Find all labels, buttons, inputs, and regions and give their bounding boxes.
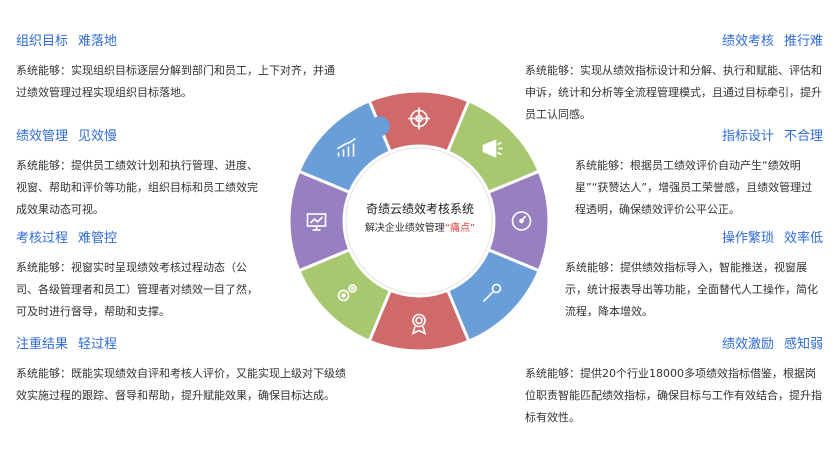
item-heading: 组织目标难落地 (16, 33, 338, 51)
item-pain: 见效慢 (78, 129, 118, 144)
item-heading: 操作繁琐效率低 (565, 230, 823, 248)
puzzle-wheel (287, 89, 551, 353)
medal-icon (411, 313, 427, 336)
item-pain: 效率低 (783, 231, 823, 246)
center-subtitle: 解决企业绩效管理“痛点” (330, 219, 510, 234)
item-title: 指标设计 (721, 129, 774, 144)
item-heading: 指标设计不合理 (575, 128, 823, 146)
wheel-segment-0 (367, 89, 471, 154)
puzzle-knob (369, 116, 390, 137)
left-item-1: 绩效管理见效慢 系统能够：提供员工绩效计划和执行管理、进度、视窗、帮助和评价等功… (16, 128, 266, 221)
item-title: 组织目标 (16, 34, 69, 49)
item-heading: 绩效激励感知弱 (525, 336, 823, 354)
item-title: 绩效激励 (721, 337, 774, 352)
item-pain: 难管控 (78, 231, 118, 246)
center-title: 奇绩云绩效考核系统 (365, 202, 474, 216)
presentation-icon (306, 213, 327, 231)
wrench-icon (482, 283, 502, 303)
item-title: 绩效管理 (16, 129, 69, 144)
item-title: 考核过程 (16, 231, 69, 246)
right-item-3: 绩效激励感知弱 系统能够：提供20个行业18000多项绩效指标借鉴，根据岗位职责… (525, 336, 823, 429)
segment-shape (296, 98, 393, 195)
center-highlight: “痛点” (444, 223, 476, 234)
center-hub (345, 147, 493, 295)
center-subtitle-text: 解决企业绩效管理 (364, 223, 445, 234)
item-heading: 绩效考核推行难 (525, 33, 823, 51)
item-title: 注重结果 (16, 337, 69, 352)
item-pain: 轻过程 (78, 337, 118, 352)
item-heading: 绩效管理见效慢 (16, 128, 266, 146)
item-pain: 推行难 (783, 34, 823, 49)
item-title: 操作繁琐 (721, 231, 774, 246)
item-pain: 不合理 (783, 129, 823, 144)
item-desc: 系统能够：提供员工绩效计划和执行管理、进度、视窗、帮助和评价等功能，组织目标和员… (16, 159, 258, 216)
item-desc: 系统能够：根据员工绩效评价自动产生“绩效明星”“获赞达人”，增强员工荣誉感，且绩… (575, 159, 813, 216)
item-pain: 难落地 (78, 34, 118, 49)
left-item-2: 考核过程难管控 系统能够：视窗实时呈现绩效考核过程动态（公司、各级管理者和员工）… (16, 230, 266, 323)
item-desc: 系统能够：提供20个行业18000多项绩效指标借鉴，根据岗位职责智能匹配绩效指标… (525, 367, 822, 424)
gauge-icon (511, 211, 532, 231)
right-item-1: 指标设计不合理 系统能够：根据员工绩效评价自动产生“绩效明星”“获赞达人”，增强… (575, 128, 823, 221)
target-icon (408, 107, 430, 130)
item-heading: 注重结果轻过程 (16, 336, 351, 354)
item-desc: 系统能够：实现从绩效指标设计和分解、执行和赋能、评估和申诉，统计和分析等全流程管… (525, 64, 822, 121)
gears-icon (337, 284, 357, 302)
item-desc: 系统能够：提供绩效指标导入，智能推送，视窗展示，统计报表导出等功能，全面替代人工… (565, 261, 818, 318)
item-desc: 系统能够：实现组织目标逐层分解到部门和员工，上下对齐，并通过绩效管理过程实现组织… (16, 64, 335, 99)
item-heading: 考核过程难管控 (16, 230, 266, 248)
megaphone-icon (482, 139, 503, 158)
right-item-0: 绩效考核推行难 系统能够：实现从绩效指标设计和分解、执行和赋能、评估和申诉，统计… (525, 33, 823, 126)
right-item-2: 操作繁琐效率低 系统能够：提供绩效指标导入，智能推送，视窗展示，统计报表导出等功… (565, 230, 823, 323)
item-desc: 系统能够：视窗实时呈现绩效考核过程动态（公司、各级管理者和员工）管理者对绩效一目… (16, 261, 258, 318)
wheel-segment-7 (296, 98, 393, 195)
growth-chart-icon (337, 137, 356, 157)
item-title: 绩效考核 (721, 34, 774, 49)
item-pain: 感知弱 (783, 337, 823, 352)
left-item-0: 组织目标难落地 系统能够：实现组织目标逐层分解到部门和员工，上下对齐，并通过绩效… (16, 33, 338, 104)
item-desc: 系统能够：既能实现绩效自评和考核人评价，又能实现上级对下级绩效实施过程的跟踪、督… (16, 367, 346, 402)
left-item-3: 注重结果轻过程 系统能够：既能实现绩效自评和考核人评价，又能实现上级对下级绩效实… (16, 336, 351, 407)
